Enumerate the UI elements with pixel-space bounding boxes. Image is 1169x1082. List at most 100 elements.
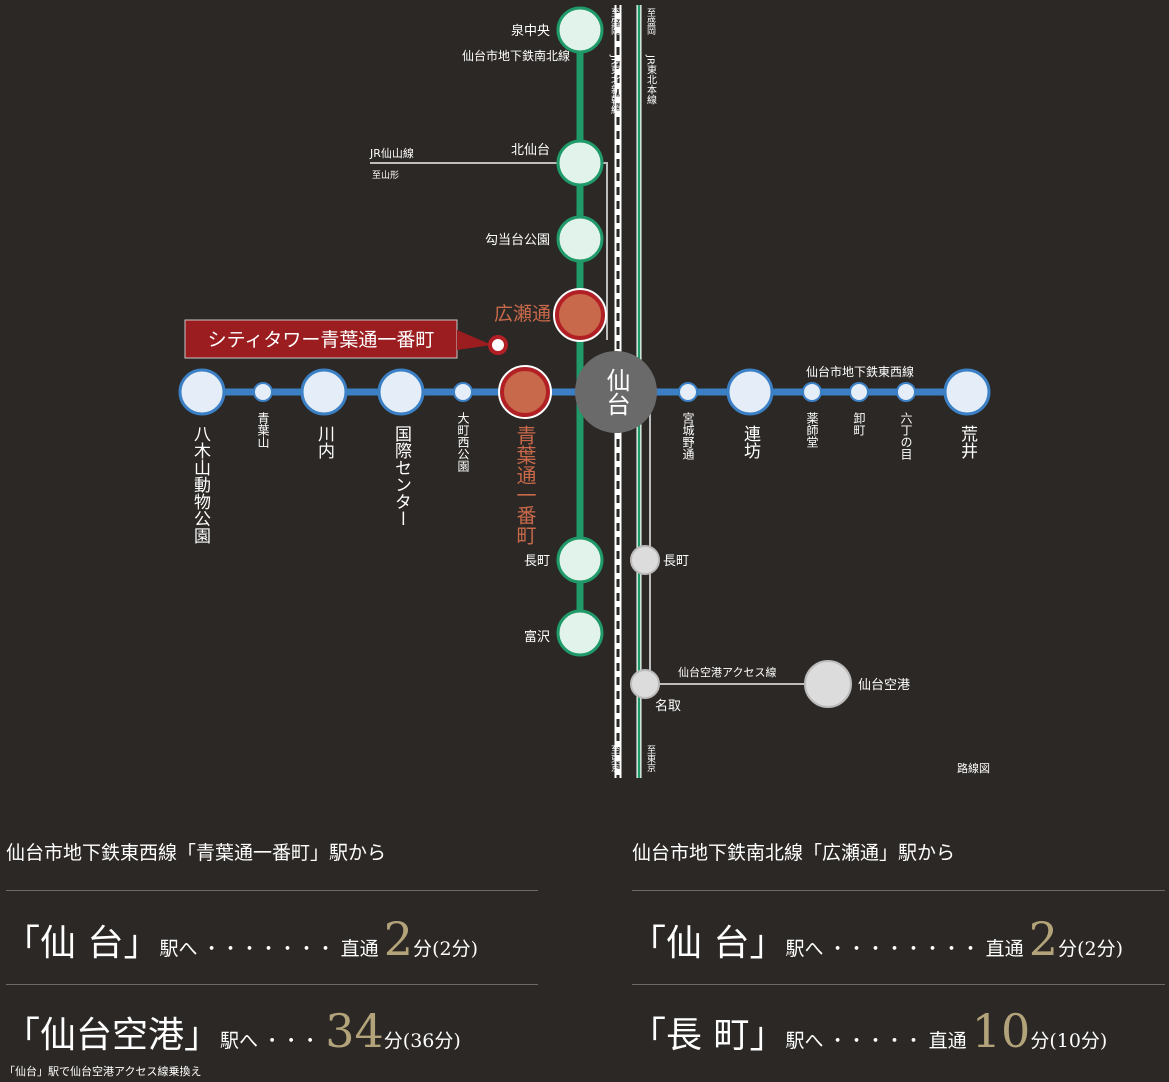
label-aobadori: 青葉通一番町 [513,425,537,545]
dest-sendai: 「仙 台」 [630,923,786,964]
label-jr-nagamachi: 長町 [663,554,689,569]
label-nagamachi: 長町 [524,554,550,569]
label-kitasendai: 北仙台 [511,143,550,158]
station-natori [630,669,660,699]
right-divider-1 [632,890,1165,891]
label-hirosedori: 広瀬通 [494,303,551,325]
station-rokuchonome [896,382,916,402]
hub-label: 仙台 [602,368,630,416]
dest-nagamachi: 「長 町」 [630,1015,786,1056]
left-divider-2 [6,984,538,985]
label-izumichuo: 泉中央 [511,23,550,39]
right-row1: 「仙 台」駅へ ・・・・・・・・ 直通 2分(2分) [630,912,1123,966]
station-yakushido [802,382,822,402]
label-renbo: 連坊 [740,425,761,459]
leader-dots: ・・・ [263,1031,321,1052]
ew-stations [178,365,991,419]
unit: 分 [413,938,433,960]
ekie-label: 駅へ [785,938,824,960]
station-izumichuo [556,6,604,54]
mode-label: 直通 [985,938,1024,960]
station-kotodai [556,215,604,263]
label-rokuchonome: 六丁の目 [899,412,913,460]
leader-dots: ・・・・・・・・ [828,939,981,960]
label-to-morioka-1: 至盛岡 [609,8,620,36]
label-shinkansen: JR東北新幹線 [609,54,621,115]
station-arai [943,368,991,416]
station-sendai-airport [804,660,852,708]
right-row2: 「長 町」駅へ ・・・・・ 直通 10分(10分) [630,1004,1107,1058]
label-route-map: 路線図 [957,761,990,775]
unit: 分 [1030,1030,1050,1052]
label-tomizawa: 富沢 [524,629,550,645]
alt-minutes: (2分) [432,938,478,960]
label-miyaginodori: 宮城野通 [681,411,695,460]
label-airport-line: 仙台空港アクセス線 [678,665,776,679]
alt-minutes: (10分) [1049,1030,1108,1052]
station-nagamachi-subway [556,536,604,584]
leader-dots: ・・・・・ [828,1031,924,1052]
station-tomizawa [556,609,604,657]
label-arai: 荒井 [957,425,978,459]
label-to-tokyo-1: 至東京 [609,745,620,773]
station-hirosedori [555,290,605,340]
label-kawauchi: 川内 [314,425,335,460]
left-row1: 「仙 台」駅へ ・・・・・・・ 直通 2分(2分) [4,912,478,966]
station-kokusai [377,368,425,416]
station-aobayama [253,382,273,402]
label-honsen: JR東北本線 [645,54,657,105]
jr-stations [630,545,852,708]
label-omachi: 大町西公園 [456,412,470,472]
station-kitasendai [556,139,604,187]
label-to-yamagata: 至山形 [372,169,399,181]
label-oroshimachi: 卸町 [852,411,866,436]
station-omachi [453,382,473,402]
station-oroshimachi [849,382,869,402]
transfer-note: 「仙台」駅で仙台空港アクセス線乗換え [4,1065,202,1078]
label-natori: 名取 [655,698,681,714]
label-subway-ns: 仙台市地下鉄南北線 [462,48,570,63]
unit: 分 [1058,938,1078,960]
station-yagiyama [178,368,226,416]
unit: 分 [383,1030,403,1052]
alt-minutes: (36分) [402,1030,461,1052]
label-kokusai: 国際センター [391,425,411,527]
mode-label: 直通 [928,1030,967,1052]
mode-label: 直通 [340,938,379,960]
ekie-label: 駅へ [159,938,198,960]
leader-dots: ・・・・・・・ [202,939,336,960]
label-senzan: JR仙山線 [369,146,414,160]
property-label: シティタワー青葉通一番町 [208,329,435,351]
left-divider-1 [6,890,538,891]
right-divider-2 [632,984,1165,985]
right-heading: 仙台市地下鉄南北線「広瀬通」駅から [632,842,956,864]
label-kotodai: 勾当台公園 [485,233,550,248]
dest-sendai: 「仙 台」 [4,923,160,964]
minutes: 2 [1028,912,1059,966]
route-map: 仙台 シティタワー青葉通一番町 泉中央 北仙台 勾当台公園 長町 富沢 広瀬通 … [178,5,991,778]
left-row2: 「仙台空港」駅へ ・・・ 34分(36分) [4,1004,461,1058]
station-miyaginodori [678,382,698,402]
station-renbo [726,368,774,416]
minutes: 10 [971,1004,1031,1058]
property-marker: シティタワー青葉通一番町 [184,319,508,359]
minutes: 2 [383,912,414,966]
station-kawauchi [300,368,348,416]
label-yagiyama: 八木山動物公園 [190,425,211,544]
label-to-tokyo-2: 至東京 [645,745,656,773]
left-heading: 仙台市地下鉄東西線「青葉通一番町」駅から [6,842,387,864]
ekie-label: 駅へ [785,1030,824,1052]
label-to-morioka-2: 至盛岡 [645,8,656,36]
ns-stations [553,6,607,657]
label-yakushido: 薬師堂 [805,412,819,448]
station-nagamachi-jr [630,545,660,575]
sendai-hub [575,351,657,433]
ekie-label: 駅へ [220,1030,259,1052]
alt-minutes: (2分) [1077,938,1123,960]
minutes: 34 [325,1004,384,1058]
label-aobayama: 青葉山 [256,412,270,448]
station-aobadori [500,367,550,417]
label-subway-ew: 仙台市地下鉄東西線 [806,364,914,379]
dest-airport: 「仙台空港」 [4,1015,221,1056]
label-airport: 仙台空港 [858,678,910,693]
